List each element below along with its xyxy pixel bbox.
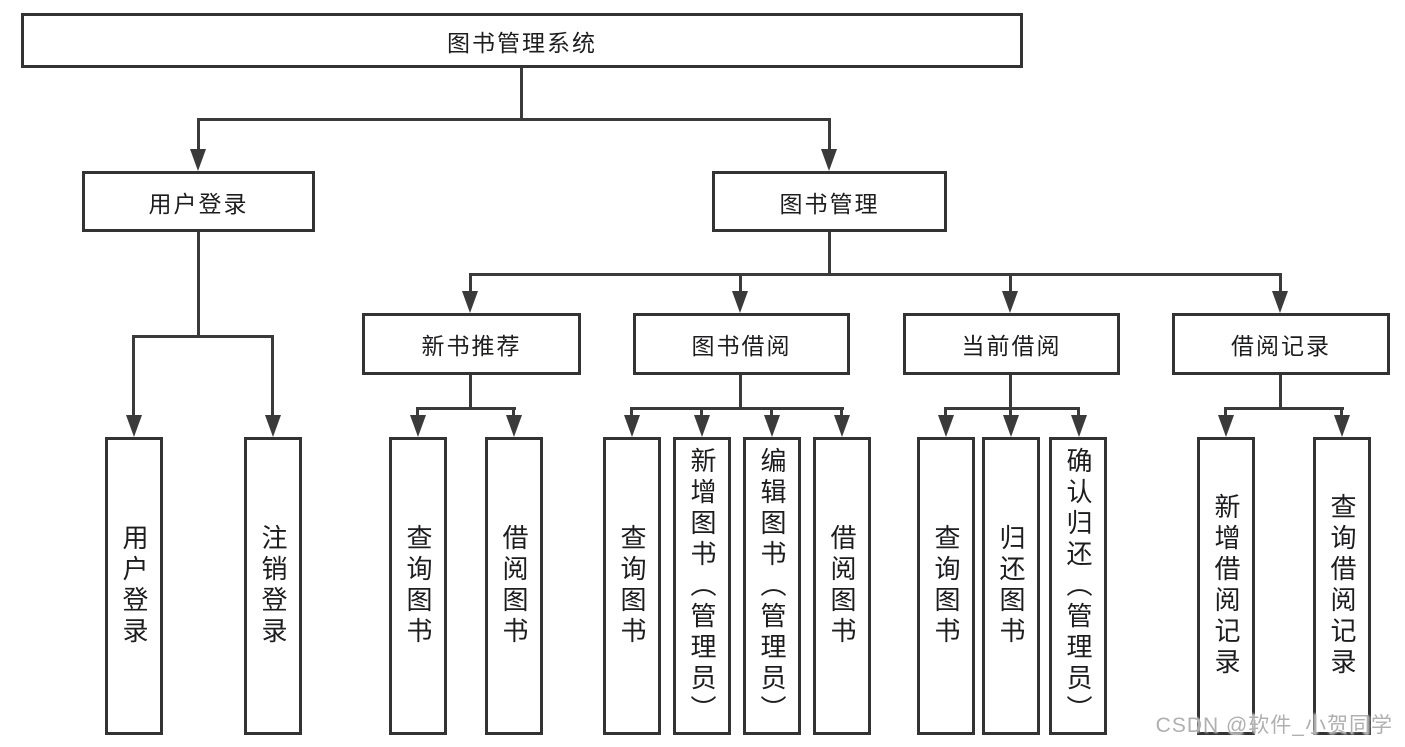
leaf-label: 查询图书 [617, 524, 647, 648]
leaf-add-book-admin: 新增图书（管理员） [673, 437, 731, 735]
node-user-login: 用户登录 [82, 171, 315, 232]
connector-line [197, 118, 200, 157]
node-label: 借阅记录 [1231, 333, 1331, 359]
leaf-label: 查询图书 [403, 524, 433, 648]
arrow-down-icon [1218, 415, 1234, 437]
arrow-down-icon [1071, 415, 1087, 437]
connector-line [739, 273, 742, 299]
arrow-down-icon [1002, 291, 1018, 313]
arrow-down-icon [821, 149, 837, 171]
connector-line [944, 407, 1080, 410]
arrow-down-icon [190, 149, 206, 171]
connector-line [739, 375, 742, 407]
leaf-user-login: 用户登录 [105, 437, 163, 735]
leaf-borrow-books-recommend: 借阅图书 [485, 437, 543, 735]
watermark: CSDN @软件_小贺同学 [1155, 714, 1393, 737]
node-new-book-recommend: 新书推荐 [362, 313, 581, 375]
arrow-down-icon [1003, 415, 1019, 437]
connector-line [520, 68, 523, 118]
arrow-down-icon [410, 415, 426, 437]
leaf-confirm-return-admin: 确认归还（管理员） [1049, 437, 1107, 735]
node-book-borrow: 图书借阅 [633, 313, 850, 375]
leaf-query-books-borrow: 查询图书 [603, 437, 661, 735]
leaf-query-borrow-record: 查询借阅记录 [1313, 437, 1371, 735]
connector-line [197, 118, 831, 121]
connector-line [469, 273, 472, 299]
connector-line [132, 335, 274, 338]
leaf-edit-book-admin: 编辑图书（管理员） [743, 437, 801, 735]
connector-line [828, 118, 831, 157]
leaf-label: 借阅图书 [499, 524, 529, 648]
leaf-return-book: 归还图书 [982, 437, 1040, 735]
connector-line [1224, 407, 1344, 410]
arrow-down-icon [694, 415, 710, 437]
connector-line [1279, 375, 1282, 407]
arrow-down-icon [265, 415, 281, 437]
node-book-management: 图书管理 [712, 171, 947, 232]
node-library-system: 图书管理系统 [21, 13, 1023, 68]
leaf-label: 归还图书 [996, 524, 1026, 648]
leaf-query-books-current: 查询图书 [917, 437, 975, 735]
connector-line [828, 232, 831, 273]
connector-line [469, 273, 1282, 276]
arrow-down-icon [1272, 291, 1288, 313]
connector-line [132, 335, 135, 423]
leaf-label: 查询借阅记录 [1327, 493, 1357, 679]
leaf-label: 用户登录 [119, 524, 149, 648]
leaf-add-borrow-record: 新增借阅记录 [1197, 437, 1255, 735]
leaf-label: 新增图书（管理员） [687, 447, 717, 726]
leaf-query-books-recommend: 查询图书 [389, 437, 447, 735]
arrow-down-icon [834, 415, 850, 437]
node-label: 图书管理系统 [447, 29, 597, 56]
node-label: 图书借阅 [691, 333, 792, 359]
connector-line [1009, 375, 1012, 407]
connector-line [1009, 273, 1012, 299]
node-label: 当前借阅 [961, 333, 1062, 359]
node-label: 用户登录 [148, 190, 249, 217]
node-label: 新书推荐 [421, 333, 522, 359]
arrow-down-icon [462, 291, 478, 313]
node-current-borrow: 当前借阅 [903, 313, 1120, 375]
connector-line [197, 232, 200, 335]
leaf-borrow-books: 借阅图书 [813, 437, 871, 735]
arrow-down-icon [1334, 415, 1350, 437]
arrow-down-icon [126, 415, 142, 437]
arrow-down-icon [732, 291, 748, 313]
connector-line [469, 375, 472, 407]
node-borrow-records: 借阅记录 [1172, 313, 1390, 375]
arrow-down-icon [764, 415, 780, 437]
connector-line [1279, 273, 1282, 299]
connector-line [630, 407, 844, 410]
leaf-label: 确认归还（管理员） [1063, 447, 1093, 726]
leaf-label: 注销登录 [258, 524, 288, 648]
connector-line [271, 335, 274, 423]
connector-line [416, 407, 516, 410]
arrow-down-icon [624, 415, 640, 437]
arrow-down-icon [506, 415, 522, 437]
arrow-down-icon [938, 415, 954, 437]
leaf-label: 新增借阅记录 [1211, 493, 1241, 679]
leaf-logout: 注销登录 [244, 437, 302, 735]
leaf-label: 借阅图书 [827, 524, 857, 648]
leaf-label: 查询图书 [931, 524, 961, 648]
leaf-label: 编辑图书（管理员） [757, 447, 787, 726]
node-label: 图书管理 [779, 190, 880, 217]
